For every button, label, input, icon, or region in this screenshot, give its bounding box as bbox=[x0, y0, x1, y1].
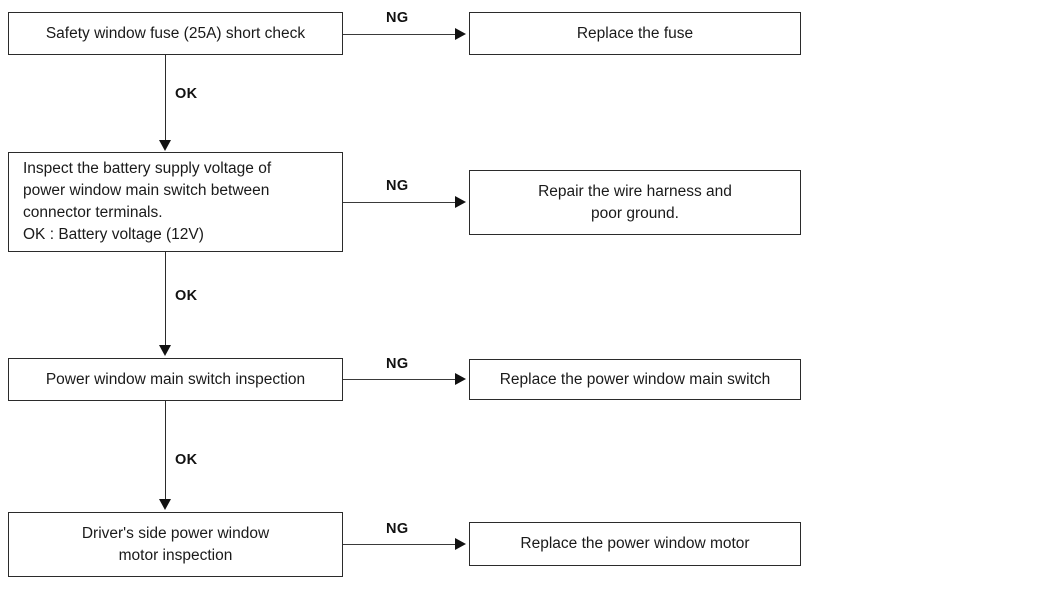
ng-arrowhead-1 bbox=[455, 27, 466, 40]
ng-connector-1 bbox=[343, 33, 457, 35]
step-box-2[interactable]: Inspect the battery supply voltage of po… bbox=[8, 152, 343, 252]
ok-arrowhead-3 bbox=[159, 499, 172, 510]
ok-arrowhead-1 bbox=[159, 140, 172, 151]
ng-connector-2 bbox=[343, 202, 457, 203]
result-box-1-label: Replace the fuse bbox=[576, 24, 694, 42]
step-box-3[interactable]: Power window main switch inspection bbox=[8, 358, 343, 401]
result-box-2-label: Repair the wire harness and poor ground. bbox=[538, 182, 732, 222]
step-box-4-label: Driver's side power window motor inspect… bbox=[81, 524, 270, 564]
step-box-4[interactable]: Driver's side power window motor inspect… bbox=[8, 512, 343, 577]
step-box-1-label: Safety window fuse (25A) short check bbox=[45, 24, 306, 42]
ng-label-3: NG bbox=[386, 356, 409, 372]
result-box-4-label: Replace the power window motor bbox=[520, 535, 750, 552]
ok-arrowhead-2 bbox=[159, 345, 172, 356]
ng-label-1: NG bbox=[386, 10, 409, 26]
result-box-3-label: Replace the power window main switch bbox=[499, 370, 771, 388]
ok-connector-2 bbox=[165, 252, 166, 346]
ng-arrowhead-2 bbox=[455, 196, 466, 208]
ng-connector-4 bbox=[343, 544, 457, 545]
ok-label-3: OK bbox=[175, 452, 198, 468]
ng-arrowhead-3 bbox=[455, 373, 466, 385]
ok-label-2: OK bbox=[175, 288, 198, 304]
step-box-3-label: Power window main switch inspection bbox=[45, 370, 306, 388]
ok-label-1: OK bbox=[175, 86, 198, 102]
step-box-1[interactable]: Safety window fuse (25A) short check bbox=[8, 12, 343, 55]
ok-connector-3 bbox=[165, 401, 166, 500]
step-box-2-label: Inspect the battery supply voltage of po… bbox=[23, 160, 272, 243]
result-box-2[interactable]: Repair the wire harness and poor ground. bbox=[469, 170, 801, 235]
ng-label-2: NG bbox=[386, 178, 409, 194]
ng-arrowhead-4 bbox=[455, 538, 466, 550]
result-box-4[interactable]: Replace the power window motor bbox=[469, 522, 801, 566]
result-box-1[interactable]: Replace the fuse bbox=[469, 12, 801, 55]
result-box-3[interactable]: Replace the power window main switch bbox=[469, 359, 801, 400]
ng-connector-3 bbox=[343, 379, 457, 380]
ng-label-4: NG bbox=[386, 521, 409, 537]
ok-connector-1 bbox=[165, 55, 166, 141]
